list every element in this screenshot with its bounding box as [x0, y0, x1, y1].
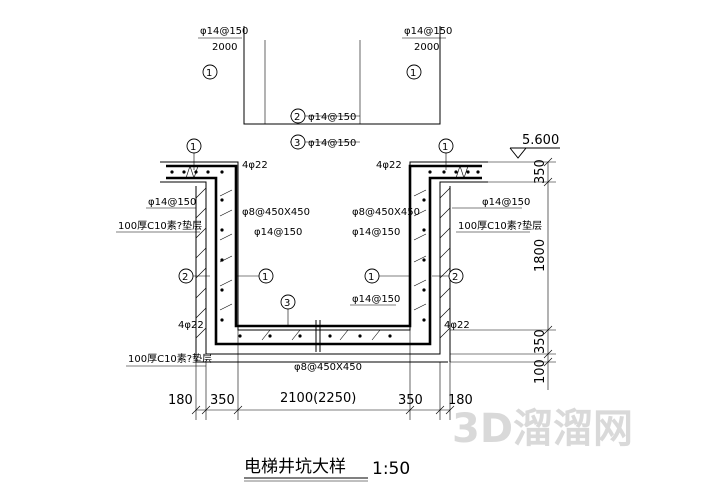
bedding-label-left: 100厚C10素?垫层 — [118, 219, 202, 232]
callout-circle-3-mid — [290, 134, 306, 150]
side-bar-label-left: φ14@150 — [148, 197, 196, 208]
bar-label-top-right: φ14@150 — [404, 26, 452, 37]
bar-label-top-left: φ14@150 — [200, 26, 248, 37]
spacing-label-top-left: 2000 — [212, 42, 237, 53]
rebar-4phi22-top-left: 4φ22 — [242, 160, 268, 171]
pit-structure — [160, 161, 488, 363]
bar2-label: φ14@150 — [308, 112, 356, 123]
svg-text:1: 1 — [190, 142, 196, 153]
callout-circle-1-top-right — [406, 64, 422, 80]
dim-1800: 1800 — [533, 239, 548, 272]
dim-350-left: 350 — [210, 393, 235, 408]
dim-350-top: 350 — [533, 159, 548, 184]
dim-2100: 2100(2250) — [280, 391, 356, 406]
dim-350-right: 350 — [398, 393, 423, 408]
svg-text:1: 1 — [262, 272, 268, 283]
svg-text:3: 3 — [294, 138, 300, 149]
horizontal-dimension-chain — [191, 330, 455, 420]
callout-circle-1-top-left — [202, 64, 218, 80]
drawing-scale: 1:50 — [372, 459, 410, 479]
dim-180-right: 180 — [448, 393, 473, 408]
bar3-label: φ14@150 — [308, 138, 356, 149]
stirrup-label-right: φ8@450X450 — [352, 207, 420, 218]
svg-text:1: 1 — [206, 68, 212, 79]
stirrup-label-left: φ8@450X450 — [242, 207, 310, 218]
inner-bar-label-left: φ14@150 — [254, 227, 302, 238]
bedding-label-right: 100厚C10素?垫层 — [458, 219, 542, 232]
inner-bar-label-right: φ14@150 — [352, 227, 400, 238]
svg-text:2: 2 — [182, 272, 188, 283]
dim-100: 100 — [533, 359, 548, 384]
rebar-4phi22-top-right: 4φ22 — [376, 160, 402, 171]
rebar-4phi22-bottom-left: 4φ22 — [178, 320, 204, 331]
svg-text:1: 1 — [410, 68, 416, 79]
spacing-label-top-right: 2000 — [414, 42, 439, 53]
svg-text:1: 1 — [442, 142, 448, 153]
callout-circle-2-mid — [290, 108, 306, 124]
elevation-marker: 5.600 — [509, 133, 560, 159]
side-bar-label-right: φ14@150 — [482, 197, 530, 208]
svg-text:3: 3 — [284, 298, 290, 309]
upper-bars — [243, 26, 441, 143]
svg-text:2: 2 — [452, 272, 458, 283]
watermark-text: 3D溜溜网 — [452, 406, 633, 452]
svg-text:2: 2 — [294, 112, 300, 123]
dim-180-left: 180 — [168, 393, 193, 408]
bedding-label-bottom: 100厚C10素?垫层 — [128, 352, 212, 365]
dim-350-bottom: 350 — [533, 329, 548, 354]
vertical-dimension-chain — [450, 157, 556, 390]
elevation-label: 5.600 — [522, 133, 559, 148]
bottom-bar-label: φ14@150 — [352, 294, 400, 305]
stirrup-label-bottom: φ8@450X450 — [294, 362, 362, 373]
rebar-4phi22-bottom-right: 4φ22 — [444, 320, 470, 331]
svg-text:1: 1 — [368, 272, 374, 283]
drawing-title: 电梯井坑大样 — [244, 457, 346, 477]
